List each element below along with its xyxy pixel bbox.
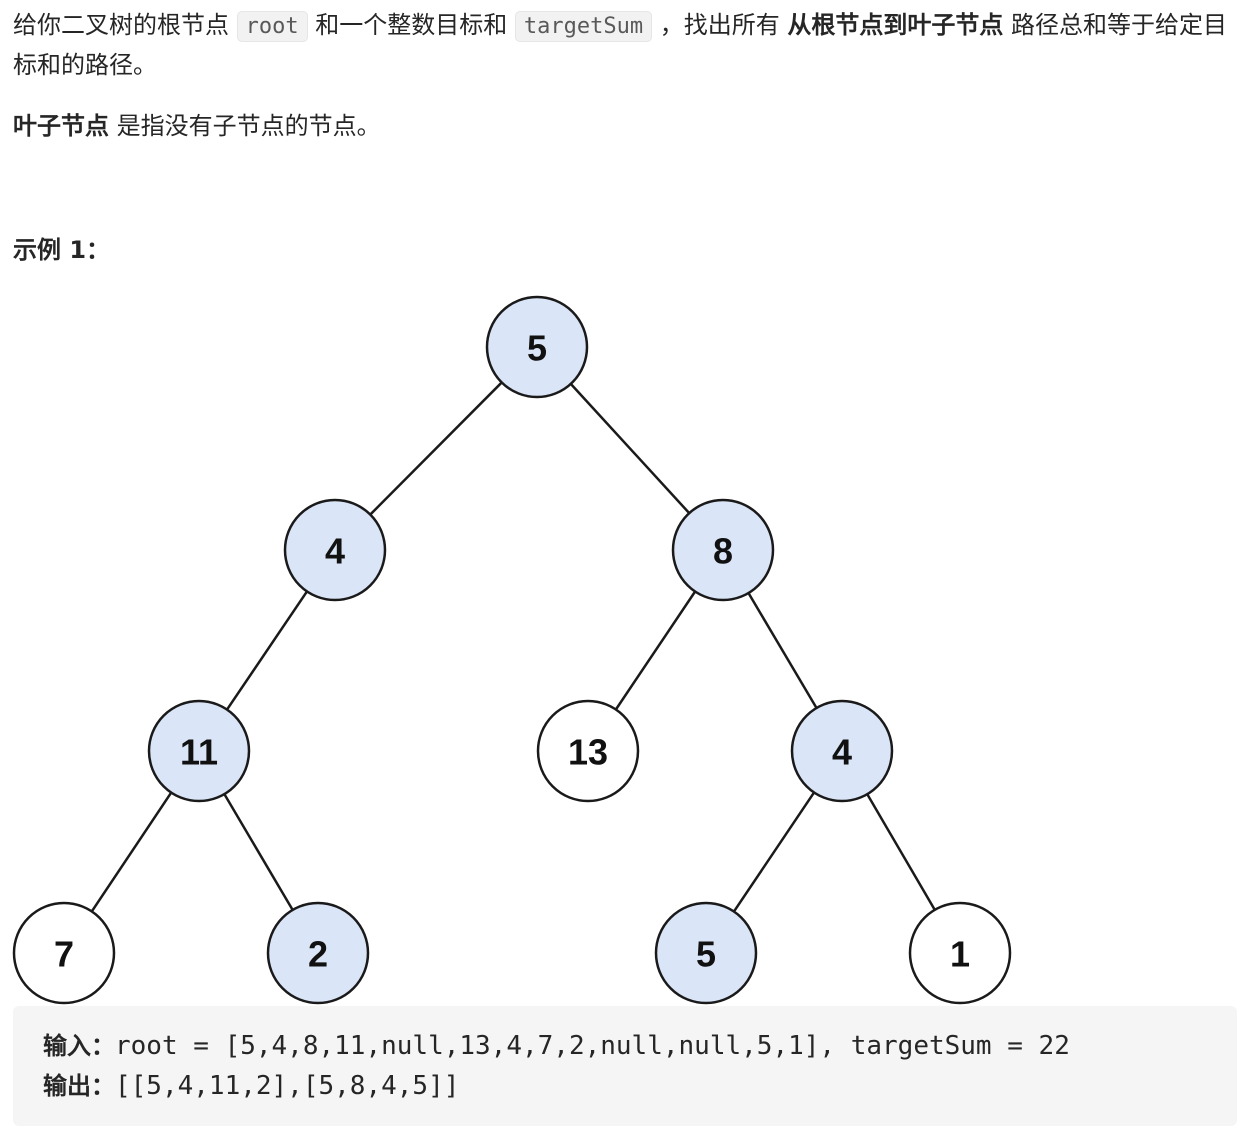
output-label: 输出： xyxy=(43,1072,115,1100)
node-value: 4 xyxy=(325,531,345,572)
tree-node: 8 xyxy=(671,498,775,602)
tree-edge xyxy=(369,381,503,516)
node-value: 11 xyxy=(180,732,218,773)
tree-node: 1 xyxy=(908,901,1012,1005)
node-circle xyxy=(12,901,116,1005)
node-value: 1 xyxy=(950,934,970,975)
example-heading: 示例 1： xyxy=(13,236,111,264)
node-value: 13 xyxy=(568,732,608,773)
desc-text-2: 和一个整数目标和 xyxy=(307,11,515,39)
binary-tree-diagram: 5 4 8 11 13 4 7 2 5 1 xyxy=(12,295,1012,1005)
node-value: 5 xyxy=(527,328,547,369)
path-node-circle xyxy=(485,295,589,399)
desc-bold-root-to-leaf: 从根节点到叶子节点 xyxy=(787,11,1004,39)
tree-edges xyxy=(90,381,936,913)
tree-node: 5 xyxy=(485,295,589,399)
path-node-circle xyxy=(671,498,775,602)
tree-edge xyxy=(90,791,173,913)
tree-edge xyxy=(569,383,691,514)
tree-node: 4 xyxy=(790,699,894,803)
node-value: 2 xyxy=(308,934,328,975)
leaf-term: 叶子节点 xyxy=(13,112,109,140)
inline-code-root: root xyxy=(236,11,308,42)
tree-edge xyxy=(614,590,697,711)
node-circle xyxy=(536,699,640,803)
example-io-block: 输入：root = [5,4,8,11,null,13,4,7,2,null,n… xyxy=(13,1006,1237,1126)
node-circle xyxy=(908,901,1012,1005)
path-node-circle xyxy=(266,901,370,1005)
input-label: 输入： xyxy=(43,1032,115,1060)
tree-node: 5 xyxy=(654,901,758,1005)
path-node-circle xyxy=(147,699,251,803)
path-node-circle xyxy=(654,901,758,1005)
path-node-circle xyxy=(790,699,894,803)
tree-nodes: 5 4 8 11 13 4 7 2 5 1 xyxy=(12,295,1012,1005)
node-value: 8 xyxy=(713,531,733,572)
problem-description: 给你二叉树的根节点 root 和一个整数目标和 targetSum ，找出所有 … xyxy=(13,6,1235,85)
tree-node: 2 xyxy=(266,901,370,1005)
desc-text-4: 路径总和等于给定目标和的路径。 xyxy=(13,11,1228,79)
tree-edge xyxy=(747,592,818,709)
tree-edge xyxy=(225,590,309,711)
path-node-circle xyxy=(283,498,387,602)
output-value: [[5,4,11,2],[5,8,4,5]] xyxy=(115,1071,460,1101)
inline-code-targetsum: targetSum xyxy=(514,11,653,42)
tree-edge xyxy=(223,793,294,911)
node-value: 7 xyxy=(54,934,74,975)
desc-text-3: ，找出所有 xyxy=(652,11,788,39)
example-input-line: 输入：root = [5,4,8,11,null,13,4,7,2,null,n… xyxy=(43,1026,1207,1066)
leaf-definition: 叶子节点 是指没有子节点的节点。 xyxy=(13,107,1235,146)
node-value: 5 xyxy=(696,934,716,975)
tree-node: 13 xyxy=(536,699,640,803)
example-output-line: 输出：[[5,4,11,2],[5,8,4,5]] xyxy=(43,1066,1207,1106)
leaf-definition-text: 是指没有子节点的节点。 xyxy=(109,112,381,140)
tree-edge xyxy=(866,793,936,911)
node-value: 4 xyxy=(832,732,852,773)
tree-edge xyxy=(732,791,816,913)
tree-node: 11 xyxy=(147,699,251,803)
input-value: root = [5,4,8,11,null,13,4,7,2,null,null… xyxy=(115,1031,1070,1061)
tree-node: 4 xyxy=(283,498,387,602)
tree-node: 7 xyxy=(12,901,116,1005)
desc-text-1: 给你二叉树的根节点 xyxy=(13,11,237,39)
